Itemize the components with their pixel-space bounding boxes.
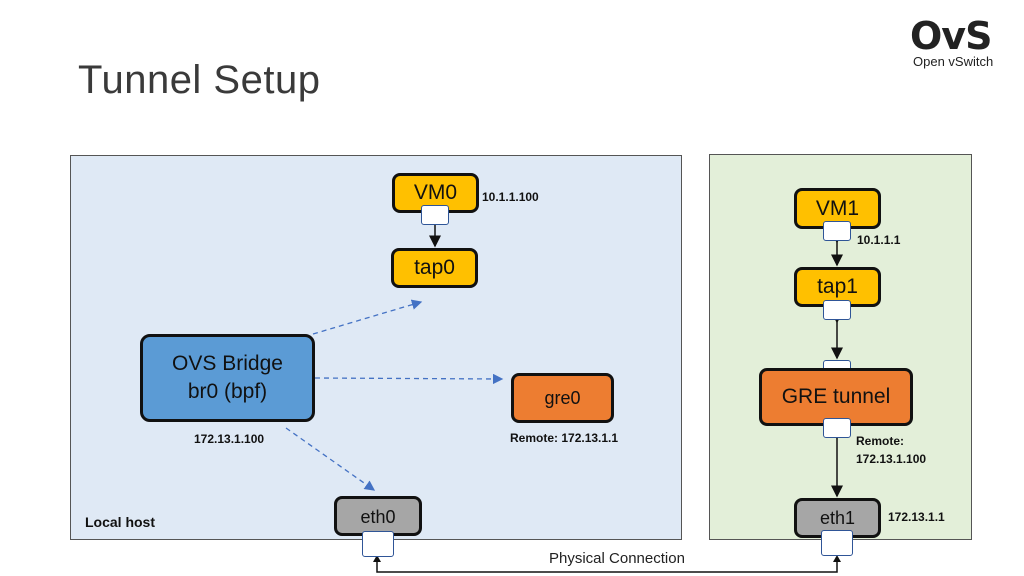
tap1-port xyxy=(823,300,851,320)
page-title: Tunnel Setup xyxy=(78,58,321,102)
tap0-label: tap0 xyxy=(414,256,455,279)
vm0-ip: 10.1.1.100 xyxy=(482,190,539,204)
gre0-box: gre0 xyxy=(511,373,614,423)
local-host-label: Local host xyxy=(85,514,156,530)
bridge-to-gre0-arrow xyxy=(314,373,504,385)
ovs-bridge-box: OVS Bridge br0 (bpf) xyxy=(140,334,315,422)
vm1-ip: 10.1.1.1 xyxy=(857,233,901,247)
eth0-port xyxy=(362,531,394,557)
bridge-to-tap0-arrow xyxy=(312,299,423,335)
local-host-panel xyxy=(70,155,682,540)
physical-connection-line xyxy=(376,558,838,573)
tap0-box: tap0 xyxy=(391,248,478,288)
logo-subtitle: Open vSwitch xyxy=(913,54,994,69)
ovs-logo: OvS Open vSwitch xyxy=(910,16,1000,74)
gre0-remote: Remote: 172.13.1.1 xyxy=(510,431,619,445)
eth1-label: eth1 xyxy=(819,507,856,528)
bridge-line2: br0 (bpf) xyxy=(187,380,268,403)
gre-tunnel-remote-line1: Remote: xyxy=(856,434,905,448)
bridge-line1: OVS Bridge xyxy=(172,352,283,375)
vm0-label: VM0 xyxy=(413,181,458,204)
vm0-port xyxy=(421,205,449,225)
physical-connection-label: Physical Connection xyxy=(549,550,685,567)
vm1-port xyxy=(823,221,851,241)
gre-tunnel-label: GRE tunnel xyxy=(781,385,891,408)
logo-mark: OvS xyxy=(910,14,992,58)
gre-tunnel-box: GRE tunnel xyxy=(759,368,913,426)
tap1-label: tap1 xyxy=(817,275,858,298)
bridge-ip: 172.13.1.100 xyxy=(194,432,265,446)
eth0-box: eth0 xyxy=(334,496,422,536)
eth0-label: eth0 xyxy=(360,507,396,527)
bridge-to-eth0-arrow xyxy=(285,427,376,491)
gre0-label: gre0 xyxy=(544,387,581,408)
eth1-port xyxy=(821,530,853,556)
gre-tunnel-remote-line2: 172.13.1.100 xyxy=(856,452,927,466)
eth1-ip: 172.13.1.1 xyxy=(888,510,945,524)
vm1-label: VM1 xyxy=(815,196,860,220)
gre-tunnel-bottom-port xyxy=(823,418,851,438)
